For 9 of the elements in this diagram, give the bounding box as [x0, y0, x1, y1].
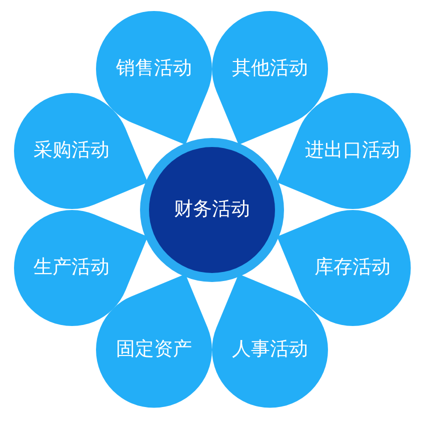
- node-label: 人事活动: [232, 338, 308, 361]
- node-label: 生产活动: [34, 256, 110, 279]
- node-label: 进出口活动: [304, 140, 400, 162]
- node-label: 销售活动: [116, 58, 192, 80]
- node-label: 采购活动: [34, 140, 110, 162]
- node-label: 固定资产: [116, 338, 192, 361]
- node-label: 其他活动: [232, 58, 308, 80]
- node-label: 财务活动: [174, 198, 250, 220]
- node-label: 库存活动: [314, 256, 390, 279]
